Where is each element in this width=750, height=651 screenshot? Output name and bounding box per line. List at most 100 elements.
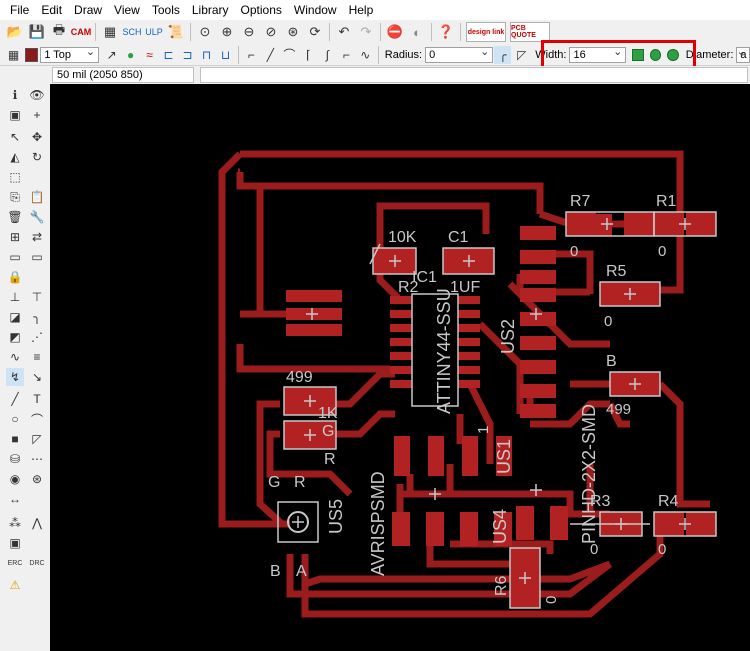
lock-icon[interactable]: 🔒 [7, 270, 23, 284]
wire-style-3-icon[interactable]: ⊓ [201, 47, 212, 62]
auto-icon[interactable]: ⋀ [32, 516, 42, 530]
width-combo[interactable]: 16 [569, 45, 627, 63]
autoroute-icon[interactable]: ↘ [31, 370, 43, 384]
menu-options[interactable]: Options [240, 3, 282, 17]
miter-icon[interactable]: ◸ [517, 47, 527, 62]
menu-tools[interactable]: Tools [151, 3, 180, 17]
open-folder-icon[interactable]: 📂 [6, 24, 24, 39]
bend-arc-icon[interactable]: ⌈ [306, 47, 311, 62]
copy-icon[interactable]: ⎘ [10, 189, 20, 204]
paste-icon[interactable]: 📋 [29, 190, 45, 204]
green-via-icon[interactable]: ● [126, 47, 135, 62]
round-corner-icon[interactable]: ╭ [494, 45, 512, 64]
hole-icon[interactable]: ◉ [9, 472, 21, 486]
menu-edit[interactable]: Edit [41, 3, 63, 17]
split-icon[interactable]: ⊥ [9, 290, 21, 304]
pcb-quote-button[interactable]: PCB QUOTE [510, 22, 550, 42]
radius-combo[interactable]: 0 [425, 45, 494, 63]
wire-style-2-icon[interactable]: ⊐ [182, 47, 193, 62]
circle-icon[interactable]: ○ [11, 412, 19, 426]
meander-icon[interactable]: ∿ [9, 350, 21, 364]
zoom-out-icon[interactable]: ⊖ [243, 24, 255, 39]
bend-45-icon[interactable]: ⌒ [283, 48, 296, 62]
zoom-fit-icon[interactable]: ⊙ [199, 24, 211, 39]
go-icon[interactable]: ◐ [413, 24, 421, 40]
bend-curve-icon[interactable]: ∫ [325, 47, 330, 62]
bend-s-icon[interactable]: ∿ [360, 47, 371, 62]
design-link-button[interactable]: design link [466, 22, 506, 42]
menu-view[interactable]: View [114, 3, 140, 17]
split-wire-icon[interactable]: ╮ [33, 310, 41, 324]
rotate-icon[interactable]: ↻ [31, 150, 43, 164]
mark-icon[interactable]: + [33, 108, 41, 122]
rect-icon[interactable]: ■ [11, 432, 19, 446]
help-icon[interactable]: ❓ [437, 24, 455, 39]
grid-icon[interactable]: ▦ [7, 47, 20, 62]
move-cross-icon[interactable]: ✥ [31, 130, 43, 144]
zoom-in-icon[interactable]: ⊕ [221, 24, 233, 39]
polygon-icon[interactable]: ◩ [9, 330, 21, 344]
board-canvas[interactable]: R7 0 R1 0 R5 0 10K C1 IC1 1UF R2 ATTINY4… [50, 84, 750, 651]
octagon-via-button[interactable] [667, 48, 679, 61]
warning-icon[interactable]: ⚠ [9, 578, 21, 592]
menu-library[interactable]: Library [191, 3, 229, 17]
arc-icon[interactable]: ⌒ [30, 412, 43, 427]
drc-icon[interactable]: ▣ [9, 536, 21, 550]
erc-icon[interactable]: ERC [7, 559, 23, 567]
via-icon[interactable]: ⛁ [9, 452, 21, 466]
change-icon[interactable]: 🔧 [29, 210, 45, 224]
bend-straight-icon[interactable]: ╱ [266, 47, 275, 62]
script-icon[interactable]: 📜 [167, 24, 185, 39]
menu-window[interactable]: Window [293, 3, 337, 17]
miter-tool-icon[interactable]: ◪ [9, 310, 21, 324]
command-line[interactable] [200, 67, 748, 83]
print-icon[interactable]: 🖶 [52, 22, 66, 37]
optimize-icon[interactable]: ⋰ [31, 330, 43, 344]
bend-icon[interactable]: ≈ [146, 47, 153, 62]
menu-help[interactable]: Help [348, 3, 374, 17]
layer-select[interactable]: 1 Top [40, 45, 100, 63]
ulp-icon[interactable]: ULP [145, 27, 163, 37]
wire-style-1-icon[interactable]: ⊏ [163, 47, 174, 62]
smash-icon[interactable]: ⊤ [31, 290, 43, 304]
redo-icon[interactable]: ↷ [360, 24, 372, 39]
wire-icon[interactable]: ╱ [11, 392, 19, 406]
board-icon[interactable]: ▦ [103, 24, 117, 39]
save-icon[interactable]: 💾 [28, 24, 46, 39]
group-icon[interactable]: ⬚ [9, 170, 21, 184]
menu-file[interactable]: File [10, 3, 30, 17]
schematic-icon[interactable]: SCH [122, 27, 142, 37]
signal-icon[interactable]: ⋯ [31, 452, 43, 466]
value-icon[interactable]: ▭ [31, 250, 43, 264]
square-via-button[interactable] [632, 48, 644, 61]
route-icon[interactable]: ↗ [106, 47, 117, 62]
add-icon[interactable]: ⊞ [9, 230, 21, 244]
polygon-draw-icon[interactable]: ◸ [32, 432, 42, 446]
show-icon[interactable]: 👁 [29, 88, 45, 102]
zoom-area-icon[interactable]: ⊛ [287, 24, 299, 39]
ripup-icon[interactable]: ≡ [33, 350, 41, 364]
text-icon[interactable]: T [33, 392, 41, 406]
replace-icon[interactable]: ⇄ [31, 230, 43, 244]
wire-style-4-icon[interactable]: ⊔ [220, 47, 231, 62]
move-icon[interactable]: ↖ [9, 130, 21, 144]
redraw-icon[interactable]: ⟳ [309, 24, 321, 39]
bend-90-icon[interactable]: ⌐ [247, 47, 255, 62]
drc-check-icon[interactable]: DRC [29, 559, 45, 567]
name-icon[interactable]: ▭ [9, 250, 21, 264]
round-via-button[interactable] [649, 48, 662, 61]
display-icon[interactable]: ▣ [9, 108, 21, 122]
cam-icon[interactable]: CAM [70, 27, 92, 37]
undo-icon[interactable]: ↶ [338, 24, 350, 39]
zoom-select-icon[interactable]: ⊘ [265, 24, 277, 39]
bend-free-icon[interactable]: ⌐ [342, 47, 350, 62]
diameter-combo[interactable]: a [736, 45, 750, 63]
info-icon[interactable]: ℹ [12, 88, 18, 102]
stop-icon[interactable]: ⛔ [386, 24, 404, 39]
dimension-icon[interactable]: ↔ [9, 492, 21, 506]
route-tool-icon[interactable]: ↯ [6, 368, 24, 386]
mirror-icon[interactable]: ◭ [10, 150, 20, 164]
ratsnest-icon[interactable]: ⁂ [9, 516, 21, 530]
delete-icon[interactable]: 🗑 [7, 210, 23, 224]
attribute-icon[interactable]: ⊛ [31, 472, 43, 486]
